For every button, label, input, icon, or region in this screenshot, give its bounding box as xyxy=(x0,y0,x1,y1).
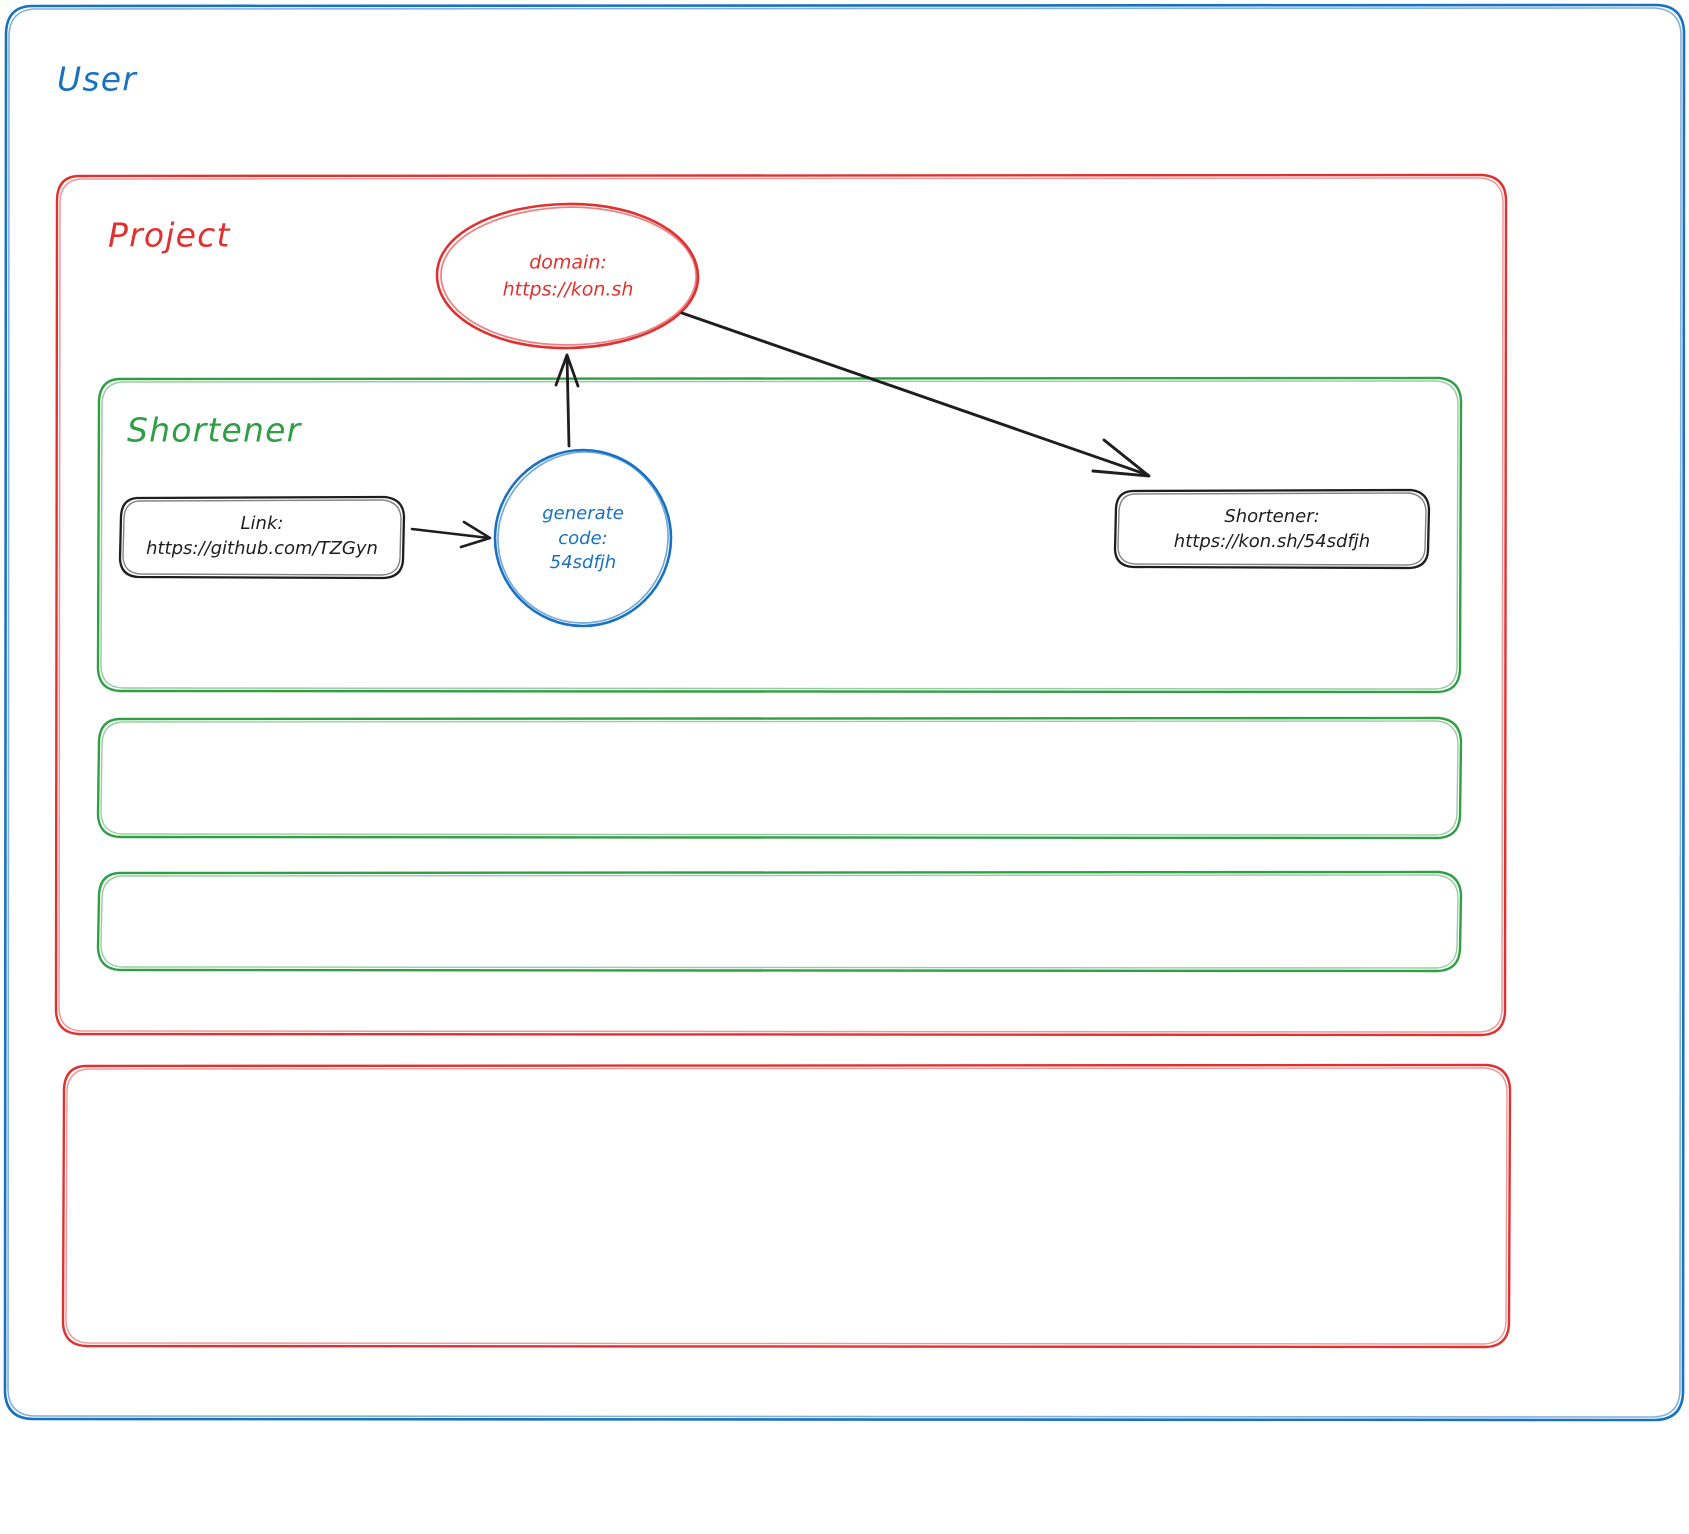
node-generate-circle-outline-2 xyxy=(497,451,669,624)
node-shortener-result-outline-2 xyxy=(1117,492,1427,566)
container-user-label: User xyxy=(57,60,138,99)
node-domain-line2: https://kon.sh xyxy=(503,279,634,301)
container-empty-red-1-border-2 xyxy=(65,1067,1508,1345)
arrow-link-to-generate-line xyxy=(410,527,491,540)
container-project[interactable]: Project xyxy=(54,173,1508,1037)
node-link-line1: Link: xyxy=(241,513,284,534)
node-domain-ellipse-outline xyxy=(435,202,700,350)
node-domain-line1: domain: xyxy=(529,252,607,274)
node-shortener-result-line1: Shortener: xyxy=(1224,506,1319,527)
arrow-generate-to-domain-line xyxy=(565,354,571,448)
container-shortener[interactable]: Shortener xyxy=(96,376,1463,694)
container-shortener-border-2 xyxy=(100,380,1459,690)
node-domain-ellipse[interactable]: domain: https://kon.sh xyxy=(435,202,700,350)
node-link-box-outline-2 xyxy=(122,499,402,576)
container-project-border-2 xyxy=(58,177,1504,1033)
container-empty-green-1-border xyxy=(96,716,1463,840)
node-link-line2: https://github.com/TZGyn xyxy=(146,538,378,559)
node-generate-circle[interactable]: generate code: 54sdfjh xyxy=(493,448,673,628)
container-shortener-label: Shortener xyxy=(127,411,303,450)
container-project-border xyxy=(54,173,1508,1037)
node-generate-line2: code: xyxy=(558,528,607,549)
node-shortener-result-line2: https://kon.sh/54sdfjh xyxy=(1174,531,1370,552)
node-shortener-result-box[interactable]: Shortener: https://kon.sh/54sdfjh xyxy=(1113,488,1431,570)
node-generate-circle-outline xyxy=(493,448,673,628)
node-link-box[interactable]: Link: https://github.com/TZGyn xyxy=(118,495,406,580)
arrow-link-to-generate-head xyxy=(459,520,492,549)
arrow-link-to-generate xyxy=(410,520,492,549)
arrow-domain-to-shortener-result xyxy=(680,311,1151,478)
container-empty-red-1[interactable] xyxy=(61,1063,1512,1349)
container-empty-green-2-border xyxy=(96,870,1463,973)
container-empty-red-1-border xyxy=(61,1063,1512,1349)
arrow-domain-to-shortener-head xyxy=(1091,438,1151,478)
container-user[interactable]: User xyxy=(3,3,1686,1422)
container-user-border xyxy=(3,3,1686,1422)
container-empty-green-2-border-2 xyxy=(100,874,1459,969)
node-link-box-outline xyxy=(118,495,406,580)
container-empty-green-1[interactable] xyxy=(96,716,1463,840)
node-generate-line3: 54sdfjh xyxy=(550,552,616,573)
container-empty-green-1-border-2 xyxy=(100,720,1459,836)
node-domain-ellipse-outline-2 xyxy=(440,206,697,346)
arrow-generate-to-domain xyxy=(554,353,580,448)
arrow-domain-to-shortener-line xyxy=(680,311,1150,477)
container-shortener-border xyxy=(96,376,1463,694)
container-user-border-2 xyxy=(7,7,1682,1418)
node-generate-line1: generate xyxy=(542,503,624,524)
container-project-label: Project xyxy=(108,216,231,255)
container-empty-green-2[interactable] xyxy=(96,870,1463,973)
node-shortener-result-outline xyxy=(1113,488,1431,570)
arrow-generate-to-domain-head xyxy=(554,353,580,388)
